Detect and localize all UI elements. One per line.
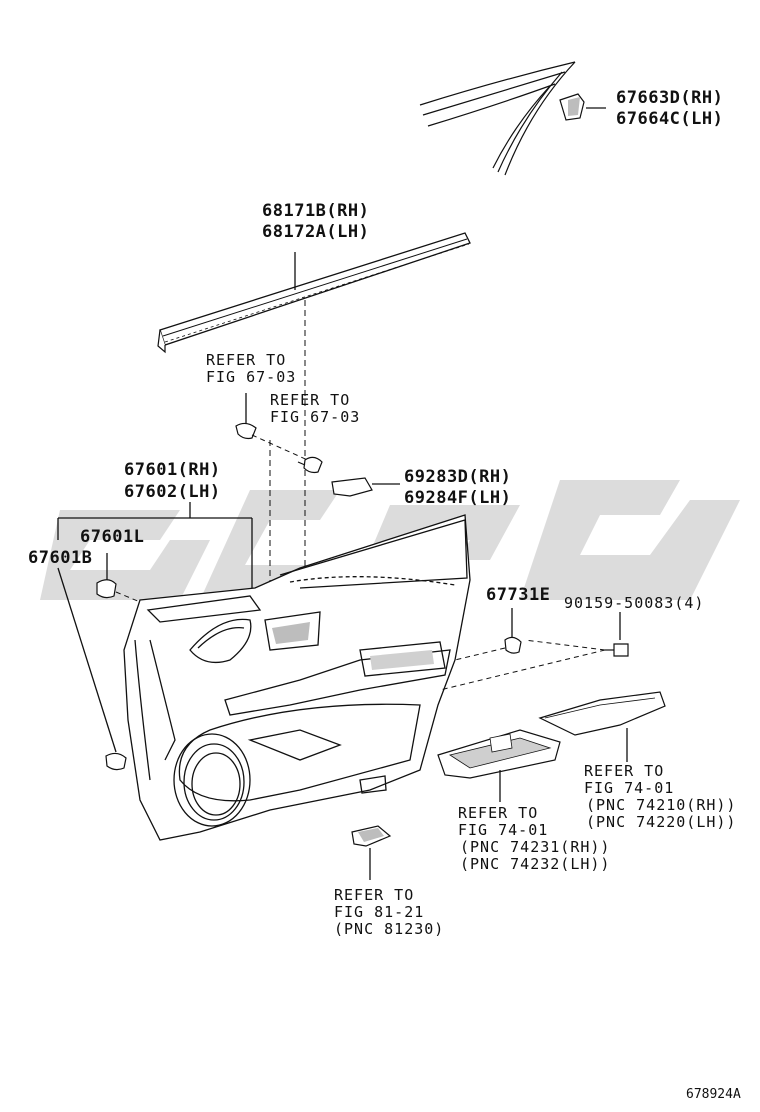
label-90159: 90159-50083(4) (564, 594, 705, 612)
part-67663D (559, 93, 606, 121)
label-refer-d-3: (PNC 74231(RH)) (460, 838, 611, 856)
label-refer-e-1: REFER TO (334, 886, 415, 904)
clip-67601B (105, 752, 127, 771)
clip-refer-b (297, 456, 323, 474)
label-refer-b-2: FIG 67-03 (270, 408, 361, 426)
label-68171B: 68171B(RH) (262, 201, 370, 221)
part-68171B-strip (157, 232, 471, 585)
switch-assy-74231 (437, 729, 561, 802)
door-trim-panel (123, 514, 471, 841)
label-refer-d-1: REFER TO (458, 804, 539, 822)
window-frame (419, 61, 576, 176)
label-69283D: 69283D(RH) (404, 467, 512, 487)
label-refer-e-3: (PNC 81230) (334, 920, 445, 938)
label-refer-d-4: (PNC 74232(LH)) (460, 855, 611, 873)
label-67731E: 67731E (486, 585, 551, 605)
label-67602: 67602(LH) (124, 482, 221, 502)
bracket-67601 (57, 502, 253, 753)
label-67663D: 67663D(RH) (616, 88, 724, 108)
label-67601: 67601(RH) (124, 460, 221, 480)
label-refer-c-4: (PNC 74220(LH)) (586, 813, 737, 831)
label-67664C: 67664C(LH) (616, 109, 724, 129)
screw-90159 (439, 612, 629, 691)
label-refer-c-3: (PNC 74210(RH)) (586, 796, 737, 814)
lamp-81230 (351, 825, 392, 880)
switch-panel-74210 (538, 691, 666, 762)
label-67601L: 67601L (80, 527, 145, 547)
label-refer-d-2: FIG 74-01 (458, 821, 549, 839)
label-refer-a-1: REFER TO (206, 351, 287, 369)
label-67601B: 67601B (28, 548, 93, 568)
label-refer-e-2: FIG 81-21 (334, 903, 425, 921)
label-refer-c-2: FIG 74-01 (584, 779, 675, 797)
label-refer-b-1: REFER TO (270, 391, 351, 409)
label-69284F: 69284F(LH) (404, 488, 512, 508)
label-68172A: 68172A(LH) (262, 222, 370, 242)
clip-67731E (454, 608, 522, 661)
figure-id: 678924A (686, 1087, 741, 1102)
part-69283D (331, 477, 400, 497)
label-refer-a-2: FIG 67-03 (206, 368, 297, 386)
clip-67601L (96, 579, 141, 603)
label-refer-c-1: REFER TO (584, 762, 665, 780)
